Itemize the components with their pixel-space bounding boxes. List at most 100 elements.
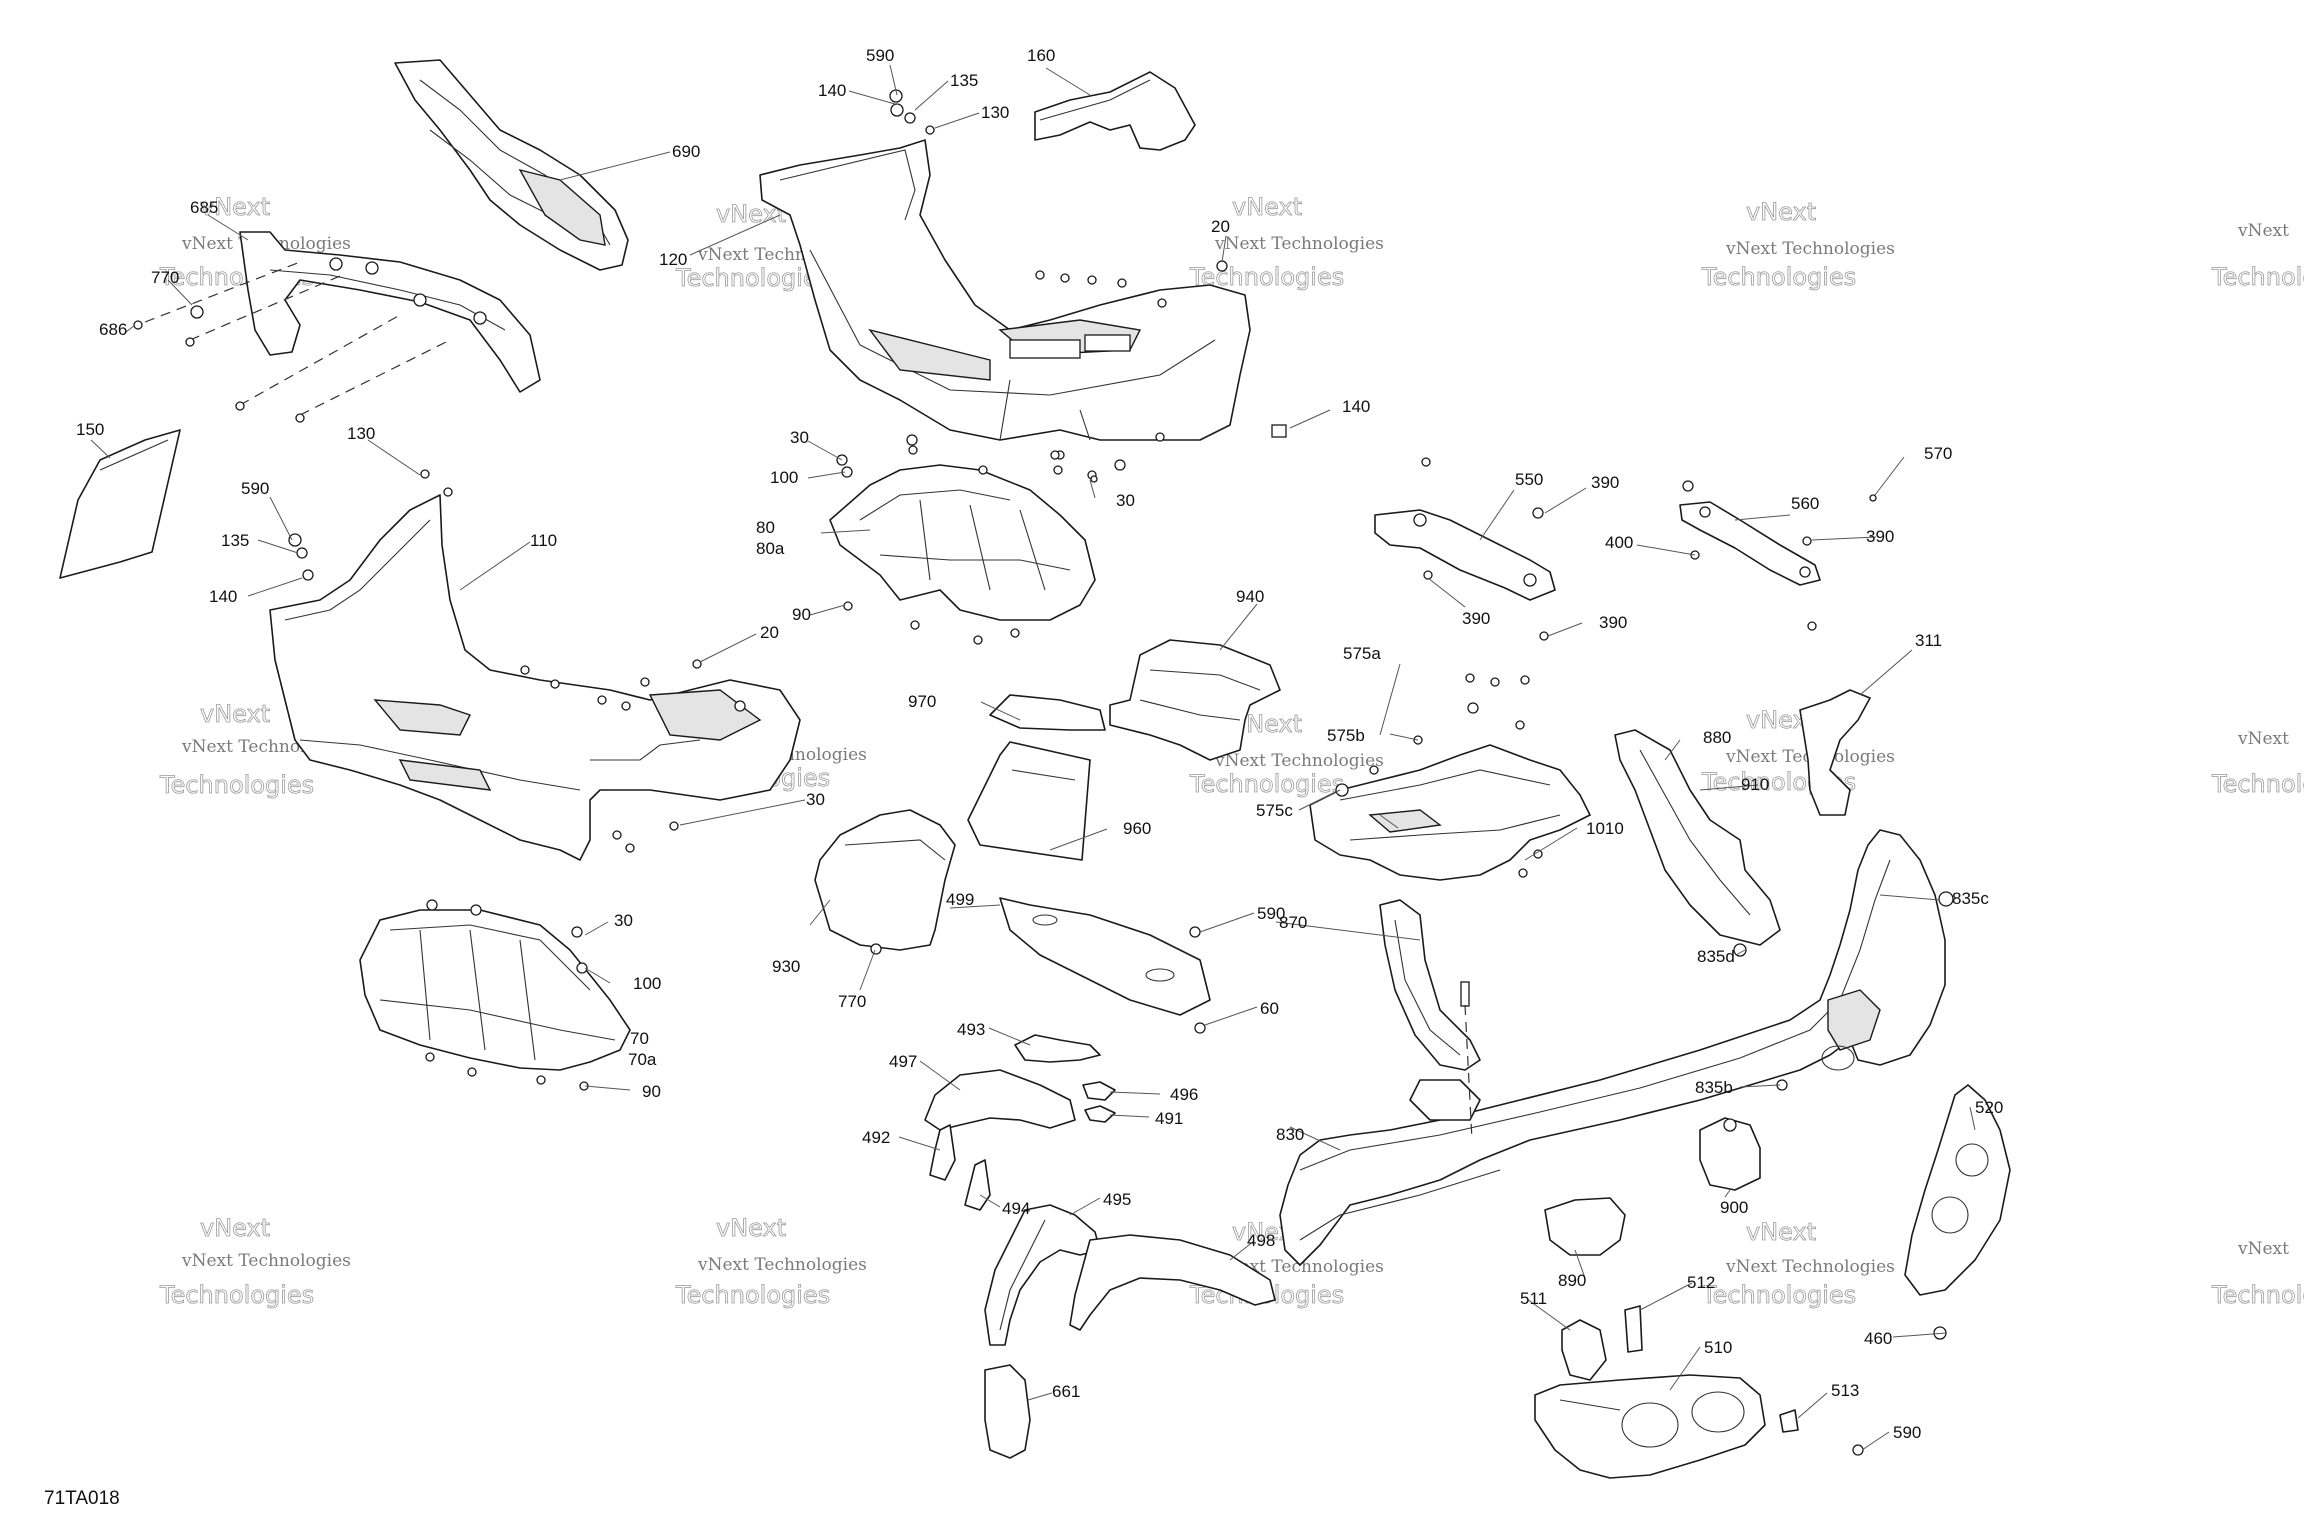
callout-70a: 70a	[628, 1050, 657, 1069]
callout-880: 880	[1703, 728, 1731, 747]
part-492-clip	[929, 1124, 956, 1181]
svg-text:vNext: vNext	[1746, 198, 1816, 226]
callout-390: 390	[1599, 613, 1627, 632]
part-495-fender	[984, 1204, 1101, 1346]
svg-text:vNext: vNext	[2237, 221, 2289, 241]
callout-110: 110	[530, 531, 557, 550]
callout-160: 160	[1027, 46, 1055, 65]
part-520-headlight-housing	[1904, 1084, 2011, 1296]
callout-491: 491	[1155, 1109, 1183, 1128]
callout-140: 140	[818, 81, 846, 100]
watermark: vNext Technologies Technologies vNext	[159, 1214, 351, 1310]
watermark: vNext Technologies	[2211, 729, 2304, 798]
callout-150: 150	[76, 420, 104, 439]
callout-690: 690	[672, 142, 700, 161]
watermark: vNext Technologies Technologies vNext	[1189, 193, 1384, 292]
callout-90: 90	[792, 605, 811, 624]
callout-120: 120	[659, 250, 687, 269]
part-513-clip	[1779, 1409, 1799, 1433]
part-120-upper-rack	[759, 139, 1251, 441]
part-498-fender	[1069, 1234, 1276, 1331]
callout-520: 520	[1975, 1098, 2003, 1117]
callout-910: 910	[1741, 775, 1769, 794]
part-511-bracket	[1561, 1319, 1607, 1381]
callout-770: 770	[838, 992, 866, 1011]
svg-text:vNext Technologies: vNext Technologies	[1214, 234, 1384, 254]
callout-20: 20	[1211, 217, 1230, 236]
part-110-lower-rack	[269, 494, 801, 861]
callout-30: 30	[614, 911, 633, 930]
callout-labels: 590 135 140 130 160 690 685 770 686 120 …	[76, 46, 2003, 1442]
part-940-duct	[1109, 639, 1281, 761]
part-160-cover	[1034, 71, 1196, 151]
part-560-strut	[1679, 501, 1821, 586]
callout-30: 30	[1116, 491, 1135, 510]
callout-130: 130	[981, 103, 1009, 122]
callout-830: 830	[1276, 1125, 1304, 1144]
callout-835b: 835b	[1695, 1078, 1733, 1097]
watermark: vNext Technologies	[2211, 221, 2304, 291]
svg-text:vNext: vNext	[200, 1214, 270, 1242]
callout-496: 496	[1170, 1085, 1198, 1104]
callout-20: 20	[760, 623, 779, 642]
watermark: vNext Technologies Technologies vNext	[675, 1214, 867, 1310]
callout-575b: 575b	[1327, 726, 1365, 745]
callout-550: 550	[1515, 470, 1543, 489]
part-690-fender-panel	[394, 59, 629, 271]
svg-text:vNext: vNext	[716, 1214, 786, 1242]
callout-685: 685	[190, 198, 218, 217]
callout-499: 499	[946, 890, 974, 909]
callout-770: 770	[151, 268, 179, 287]
watermark: vNext Technologies Technologies vNext	[1701, 1218, 1895, 1310]
part-661-bracket	[984, 1364, 1031, 1459]
part-493-guard	[1014, 1034, 1101, 1063]
callout-575c: 575c	[1256, 801, 1293, 820]
svg-text:vNext Technologies: vNext Technologies	[1214, 751, 1384, 771]
svg-text:vNext Technologies: vNext Technologies	[1725, 1257, 1895, 1277]
svg-text:vNext Technologies: vNext Technologies	[697, 1255, 867, 1275]
callout-390: 390	[1866, 527, 1894, 546]
callout-30: 30	[790, 428, 809, 447]
callout-70: 70	[630, 1029, 649, 1048]
part-499-panel	[999, 897, 1211, 1016]
part-685-side-rail	[239, 231, 541, 393]
svg-text:Technologies: Technologies	[2211, 263, 2304, 291]
callout-130: 130	[347, 424, 375, 443]
part-150-cover	[59, 429, 181, 579]
part-494-clip	[964, 1159, 991, 1211]
callout-575a: 575a	[1343, 644, 1381, 663]
part-960-panel	[967, 741, 1091, 861]
callout-30: 30	[806, 790, 825, 809]
svg-text:Technologies: Technologies	[1701, 1281, 1856, 1309]
svg-text:Technologies: Technologies	[159, 1281, 314, 1309]
callout-870: 870	[1279, 913, 1307, 932]
callout-1010: 1010	[1586, 819, 1624, 838]
callout-140: 140	[1342, 397, 1370, 416]
leader-lines	[90, 64, 1976, 1451]
callout-495: 495	[1103, 1190, 1131, 1209]
callout-970: 970	[908, 692, 936, 711]
callout-570: 570	[1924, 444, 1952, 463]
callout-494: 494	[1002, 1199, 1030, 1218]
watermark-layer: vNext Technologies Technologies vNext vN…	[159, 193, 2304, 1310]
callout-686: 686	[99, 320, 127, 339]
callout-80a: 80a	[756, 539, 785, 558]
part-830-front-bumper	[1279, 829, 1946, 1266]
svg-text:Technologies: Technologies	[1189, 770, 1344, 798]
callout-80: 80	[756, 518, 775, 537]
callout-590: 590	[241, 479, 269, 498]
svg-text:Technologies: Technologies	[675, 264, 830, 292]
svg-text:vNext: vNext	[200, 700, 270, 728]
svg-text:vNext: vNext	[1232, 193, 1302, 221]
part-870-support	[1379, 899, 1481, 1071]
part-880-guard	[1614, 729, 1781, 946]
callout-135: 135	[221, 531, 249, 550]
part-496-491-clips	[1082, 1081, 1116, 1123]
callout-590: 590	[1257, 904, 1285, 923]
svg-text:vNext Technologies: vNext Technologies	[1725, 239, 1895, 259]
callout-512: 512	[1687, 1273, 1715, 1292]
callout-390: 390	[1462, 609, 1490, 628]
svg-text:vNext: vNext	[2237, 729, 2289, 749]
part-512-clip	[1624, 1305, 1643, 1353]
